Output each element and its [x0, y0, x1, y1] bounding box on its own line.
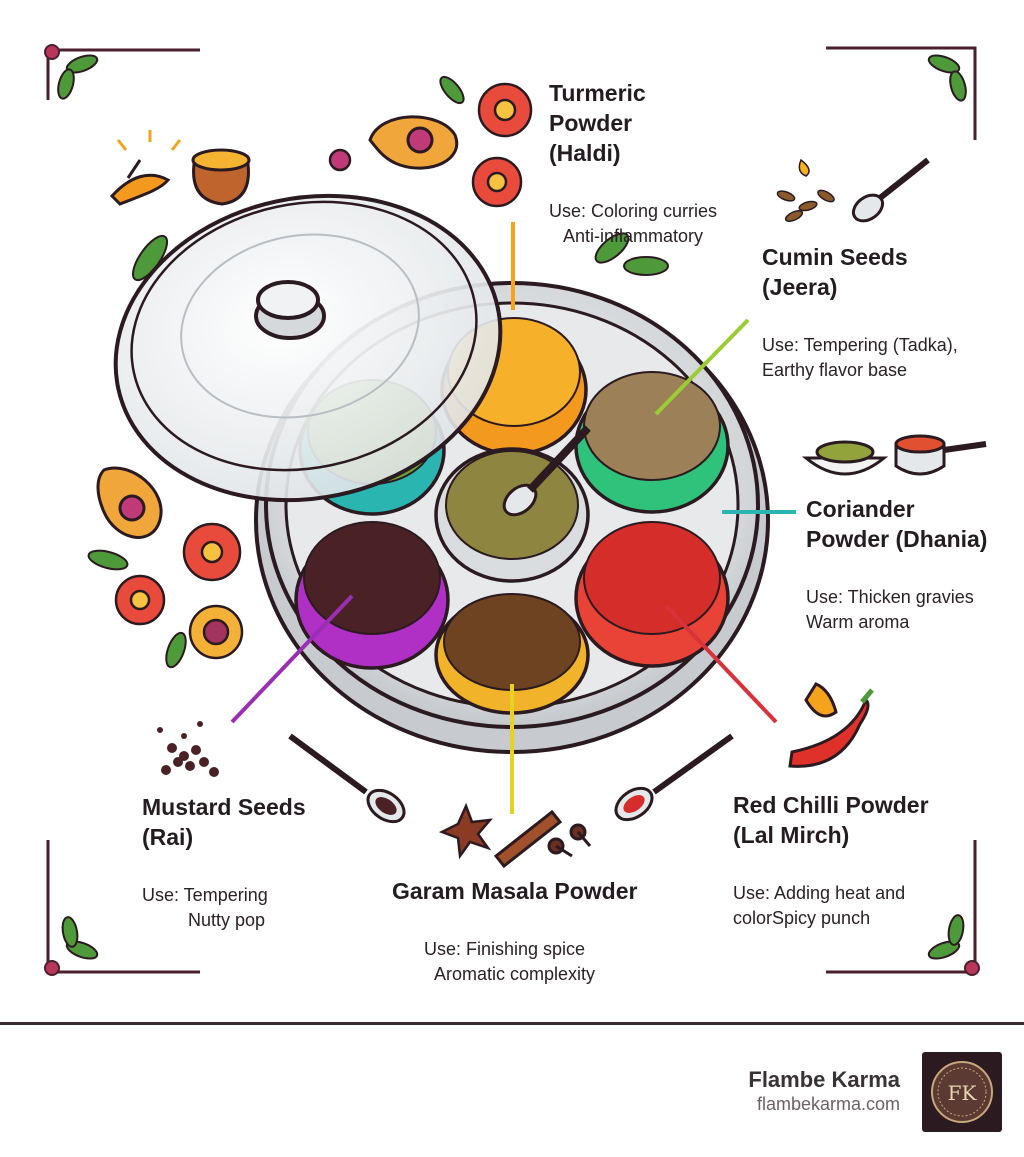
footer: Flambe Karma flambekarma.com FK [0, 1022, 1024, 1157]
logo-letters: FK [948, 1081, 978, 1105]
coriander-name: Coriander Powder (Dhania) [806, 496, 988, 552]
coriander-use: Use: Thicken gravies Warm aroma [806, 560, 1018, 660]
frame-dot-icon [44, 960, 60, 976]
cumin-label: Cumin Seeds (Jeera) Use: Tempering (Tadk… [762, 242, 1012, 408]
mustard-name: Mustard Seeds (Rai) [142, 794, 306, 850]
red-chilli-use: Use: Adding heat and colorSpicy punch [733, 856, 993, 956]
flower-icon [114, 522, 244, 660]
spoon-icon [502, 425, 591, 517]
cumin-use-line-1: Use: Tempering (Tadka), [762, 335, 958, 355]
cumin-name: Cumin Seeds (Jeera) [762, 244, 908, 300]
red-chilli-label: Red Chilli Powder (Lal Mirch) Use: Addin… [733, 790, 993, 956]
garam-masala-use-line-2: Aromatic complexity [434, 964, 596, 984]
cinnamon-icon [493, 809, 563, 869]
red-chilli-bowl [574, 521, 730, 668]
brand-name: Flambe Karma [748, 1067, 900, 1092]
cumin-bowl [574, 371, 730, 514]
leaf-icon [87, 549, 187, 669]
garam-masala-bowl [434, 593, 590, 715]
chilli-icon [788, 682, 874, 768]
cumin-callout-line [654, 318, 750, 416]
star-anise-icon [438, 802, 494, 860]
paisley-icon [96, 466, 163, 539]
infographic-art [44, 44, 987, 976]
logo-seal-icon: FK [931, 1061, 993, 1123]
coriander-label: Coriander Powder (Dhania) Use: Thicken g… [806, 494, 1018, 660]
cumin-seeds-icon [776, 158, 835, 223]
garam-masala-label: Garam Masala Powder Use: Finishing spice… [392, 876, 692, 1012]
spoon-icon [288, 733, 734, 824]
tin-lid [113, 193, 503, 503]
spoon-icon [851, 157, 930, 223]
garam-masala-use-line-1: Use: Finishing spice [424, 939, 586, 959]
coriander-use-line-1: Use: Thicken gravies [806, 587, 974, 607]
leaf-icon [57, 54, 967, 960]
sauce-pan-icon [894, 434, 987, 476]
turmeric-name: Turmeric Powder (Haldi) [549, 80, 646, 166]
frame-dot-icon [964, 960, 980, 976]
red-chilli-use-line-2: colorSpicy punch [733, 908, 871, 928]
turmeric-root-icon [109, 130, 182, 206]
frame-dot-icon [44, 44, 60, 60]
turmeric-label: Turmeric Powder (Haldi) Use: Coloring cu… [549, 78, 769, 274]
mustard-use-line-2: Nutty pop [188, 910, 266, 930]
turmeric-use: Use: Coloring curries Anti-inflammatory [549, 174, 769, 274]
mustard-seeds-icon [157, 721, 219, 777]
turmeric-use-line-2: Anti-inflammatory [563, 226, 704, 246]
red-chilli-name: Red Chilli Powder (Lal Mirch) [733, 792, 929, 848]
mustard-label: Mustard Seeds (Rai) Use: Tempering Nutty… [142, 792, 362, 958]
cumin-use-line-2: Earthy flavor base [762, 360, 908, 380]
red-chilli-callout-line [664, 604, 778, 724]
clove-icon [547, 823, 592, 858]
turmeric-use-line-1: Use: Coloring curries [549, 201, 718, 221]
masala-dabba-infographic: Turmeric Powder (Haldi) Use: Coloring cu… [44, 44, 1018, 1012]
flower-icon [328, 82, 533, 208]
mustard-callout-line [230, 594, 354, 724]
mustard-bowl [294, 521, 450, 670]
red-chilli-use-line-1: Use: Adding heat and [733, 883, 906, 903]
leaf-icon [131, 75, 669, 282]
mustard-use: Use: Tempering Nutty pop [142, 858, 362, 958]
spice-pot-icon [191, 148, 251, 206]
brand-url[interactable]: flambekarma.com [756, 1094, 900, 1114]
cumin-use: Use: Tempering (Tadka), Earthy flavor ba… [762, 308, 1012, 408]
mustard-use-line-1: Use: Tempering [142, 885, 268, 905]
spice-bowls [294, 317, 730, 715]
coriander-use-line-2: Warm aroma [806, 612, 910, 632]
callout-lines [230, 222, 796, 814]
brand-logo-icon: FK [922, 1052, 1002, 1132]
coriander-bowl-icon [801, 440, 889, 476]
garam-masala-use: Use: Finishing spice Aromatic complexity [392, 912, 692, 1012]
corner-frame-top-right [826, 46, 977, 140]
garam-masala-name: Garam Masala Powder [392, 878, 638, 904]
paisley-icon [368, 115, 459, 170]
